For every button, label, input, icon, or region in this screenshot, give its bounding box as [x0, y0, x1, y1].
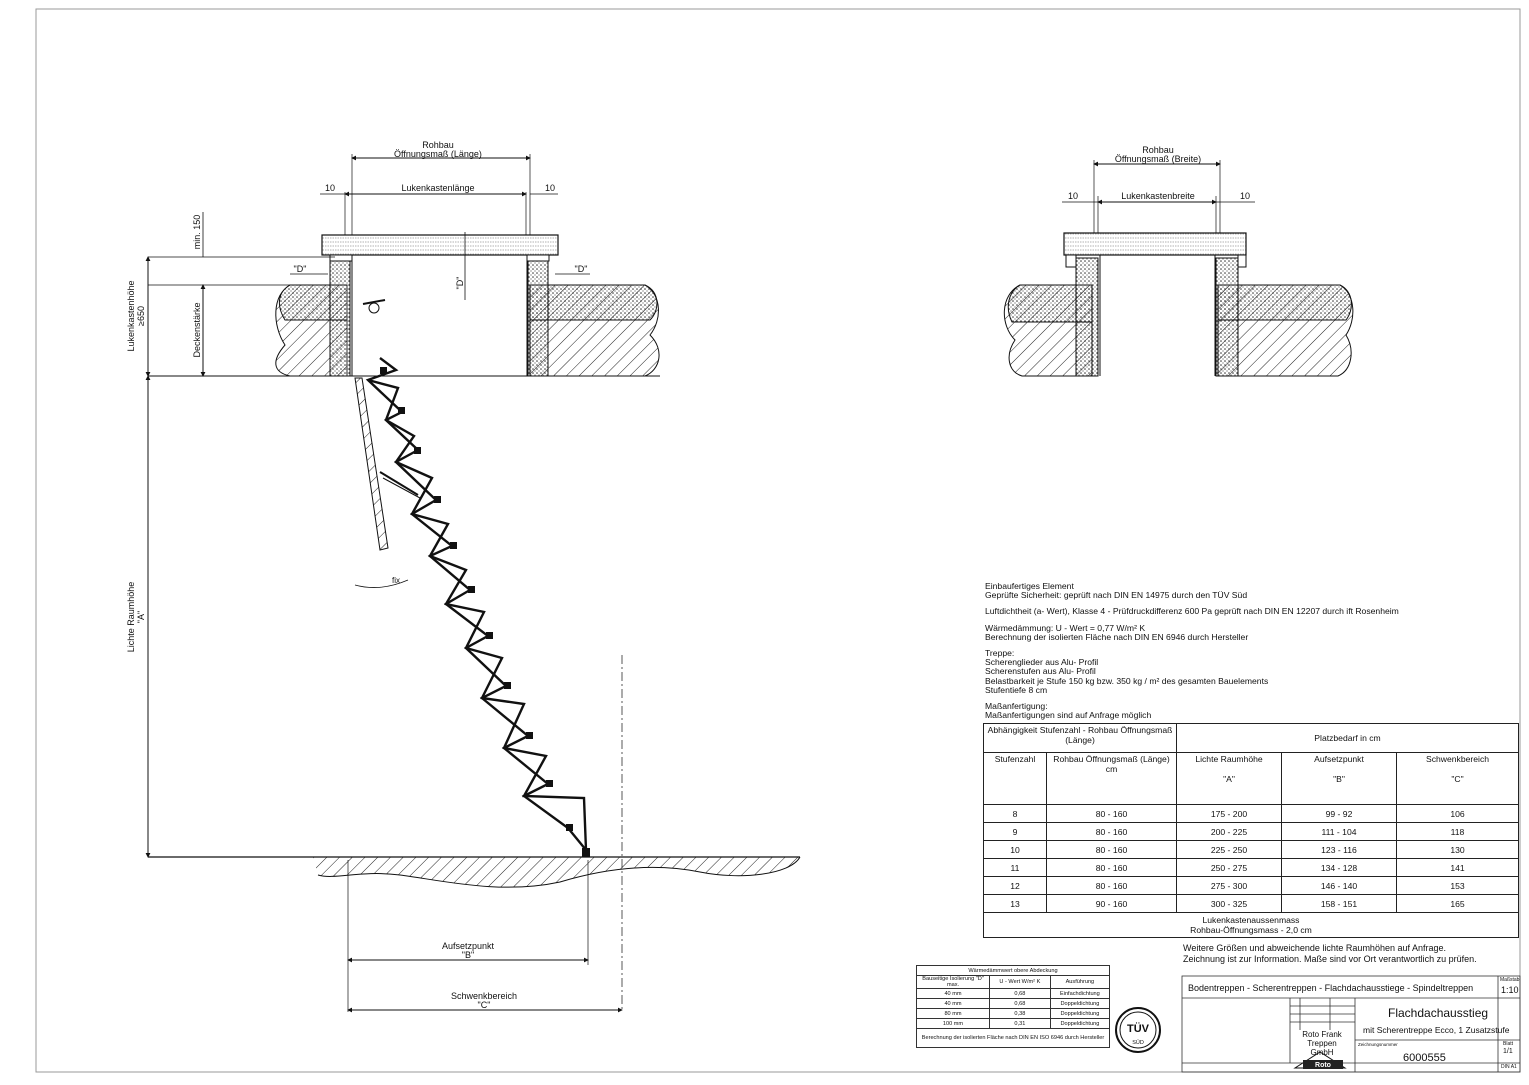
- width-dim-left: 10: [1068, 191, 1078, 201]
- sheet-number: 1/1: [1503, 1048, 1513, 1055]
- width-section-view: Rohbau Öffnungsmaß (Breite) 10 10 Lukenk…: [1003, 145, 1354, 377]
- product-series: Bodentreppen - Scherentreppen - Flachdac…: [1188, 983, 1474, 993]
- roto-logo: Roto: [1315, 1062, 1331, 1069]
- clear-height-value: "A": [136, 611, 146, 623]
- length-section-view: Rohbau Öffnungsmaß (Länge) 10 10 Lukenka…: [126, 140, 801, 1013]
- landing-point-label: Aufsetzpunkt: [442, 941, 495, 951]
- box-height-value: ≥650: [136, 306, 146, 326]
- width-opening-label: Öffnungsmaß (Breite): [1115, 154, 1201, 164]
- d-label-right: "D": [575, 264, 588, 274]
- ceiling-thickness-label: Deckenstärke: [192, 302, 202, 357]
- fix-label: fix: [392, 576, 400, 585]
- drawing-number: 6000555: [1403, 1052, 1446, 1064]
- landing-point-value: "B": [462, 950, 474, 960]
- info-notes: Weitere Größen und abweichende lichte Ra…: [1183, 943, 1477, 964]
- scale-label: Maßstab: [1500, 977, 1520, 983]
- stair-joints: [368, 302, 590, 857]
- width-dim-right: 10: [1240, 191, 1250, 201]
- length-dim-right: 10: [545, 183, 555, 193]
- d-label-left: "D": [294, 264, 307, 274]
- scissor-stair: [365, 357, 588, 851]
- scale-value: 1:10: [1501, 985, 1519, 995]
- swing-area-label: Schwenkbereich: [451, 991, 517, 1001]
- svg-text:SÜD: SÜD: [1132, 1039, 1144, 1046]
- swing-area-value: "C": [478, 1000, 491, 1010]
- min-150-label: min. 150: [192, 215, 202, 250]
- d-label-center: "D": [455, 277, 465, 290]
- sheet-border: [35, 8, 1521, 1073]
- drawing-number-label: Zeichnungsnummer: [1358, 1042, 1398, 1047]
- box-length-label: Lukenkastenlänge: [401, 183, 474, 193]
- drawing-title: Flachdachausstieg: [1388, 1006, 1489, 1020]
- insulation-table: Wärmedämmwert obere Abdeckung Bauseitige…: [916, 965, 1111, 1048]
- dimensions-table: Abhängigkeit Stufenzahl - Rohbau Öffnung…: [983, 723, 1519, 938]
- box-width-label: Lukenkastenbreite: [1121, 191, 1195, 201]
- length-dim-left: 10: [325, 183, 335, 193]
- clear-height-label: Lichte Raumhöhe: [126, 582, 136, 653]
- sheet-label: Blatt: [1503, 1041, 1514, 1047]
- width-rohbau-label: Rohbau: [1142, 145, 1174, 155]
- box-height-label: Lukenkastenhöhe: [126, 280, 136, 351]
- paper-format: DIN A1: [1501, 1064, 1517, 1070]
- svg-text:TÜV: TÜV: [1127, 1022, 1150, 1035]
- length-opening-label: Öffnungsmaß (Länge): [394, 149, 482, 159]
- length-rohbau-label: Rohbau: [422, 140, 454, 150]
- title-block-frame: [1181, 975, 1521, 1073]
- tuv-seal: TÜV SÜD: [1115, 1007, 1161, 1053]
- drawing-subtitle: mit Scherentreppe Ecco, 1 Zusatzstufe: [1363, 1025, 1510, 1035]
